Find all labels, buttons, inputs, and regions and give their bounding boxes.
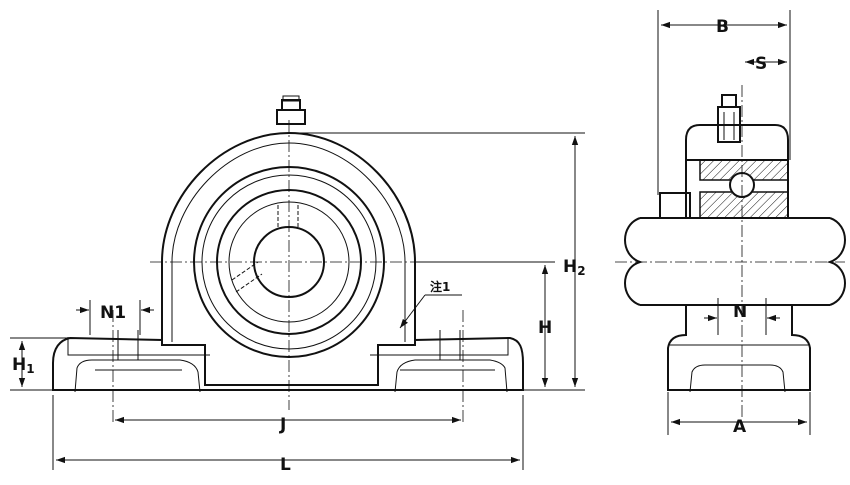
note-label: 注1 [430,279,450,294]
dim-label-h1: H1 [12,355,35,376]
dim-label-l: L [280,455,291,475]
dim-label-n1: N1 [100,303,126,323]
side-grease-nipple [717,94,741,143]
dim-label-h2: H2 [563,257,586,278]
dim-label-a: A [733,417,747,437]
dim-label-h: H [538,318,552,338]
housing-base [52,330,524,393]
dim-label-n: N [733,302,747,322]
front-view: H2 H H1 N1 J L 注1 [10,95,586,475]
dim-label-s: S [755,54,767,74]
dim-label-b: B [716,17,729,37]
dim-label-j: J [279,415,286,435]
side-view: B S N A [615,10,846,437]
set-screw-lines [231,205,299,293]
housing-outline [161,131,416,342]
shaft [624,217,846,306]
grease-nipple [276,95,306,125]
